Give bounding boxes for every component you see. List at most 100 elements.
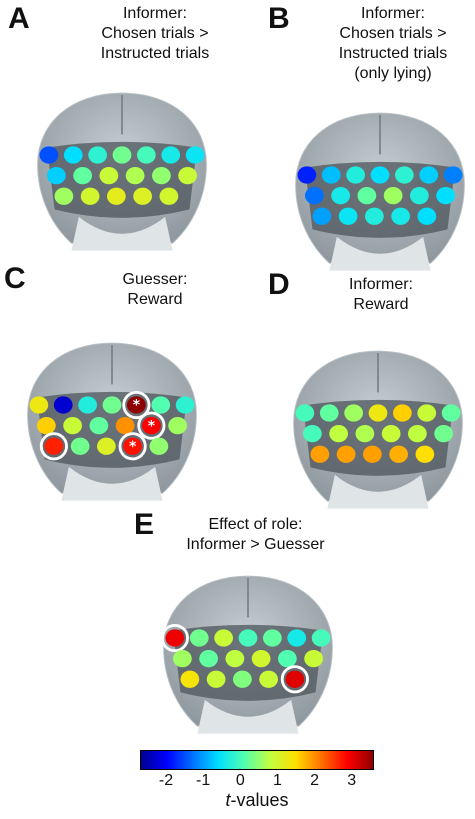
electrode (391, 207, 410, 225)
electrode (441, 404, 461, 422)
significance-star: * (129, 439, 137, 455)
head-topography-a (37, 92, 207, 251)
electrode (142, 417, 161, 435)
colorbar-label-italic: t (225, 790, 231, 810)
electrode (89, 417, 109, 435)
panel-letter-a: A (8, 2, 30, 35)
electrode (408, 425, 427, 443)
electrode (368, 404, 388, 422)
colorbar-tick-label: -1 (196, 772, 211, 789)
title-line: Chosen trials > (101, 25, 209, 42)
electrode (149, 437, 169, 455)
electrode (395, 166, 414, 184)
electrode (303, 425, 322, 443)
title-line: Informer: (348, 276, 413, 293)
neck-base (329, 236, 431, 271)
electrode (206, 670, 226, 688)
head-topography-d (293, 350, 463, 509)
title-line: Reward (353, 296, 409, 313)
panel-title-c: Guesser: Reward (75, 270, 235, 310)
electrode (168, 417, 187, 435)
electrode (88, 146, 107, 164)
significance-ring (280, 665, 309, 694)
title-line: Guesser: (122, 271, 188, 288)
colorbar-label: t-values (140, 790, 374, 811)
electrode (319, 404, 339, 422)
electrode (112, 146, 132, 164)
colorbar-label-rest: -values (230, 790, 289, 810)
electrode (107, 187, 126, 205)
electrode (173, 650, 192, 668)
electrode (189, 629, 209, 647)
title-line: Informer: (360, 5, 425, 22)
title-line: Reward (127, 291, 183, 308)
electrode (125, 167, 145, 185)
colorbar-tick-label: 0 (235, 772, 245, 789)
electrode (287, 629, 307, 647)
electrode (321, 166, 341, 184)
electrode (355, 425, 375, 443)
electrode (37, 417, 56, 435)
electrode (165, 629, 185, 647)
electrode (151, 396, 171, 414)
electrode (78, 396, 97, 414)
neck-base (327, 474, 429, 509)
electrode (389, 445, 408, 463)
neck-base (71, 216, 173, 251)
electrode (305, 187, 324, 205)
neck-base (197, 699, 299, 734)
electrode (310, 445, 330, 463)
electrode (436, 187, 455, 205)
significance-ring (39, 432, 68, 461)
head-topography-b (295, 112, 465, 271)
electrode (152, 167, 171, 185)
electrode (419, 166, 439, 184)
electrode (295, 404, 315, 422)
significance-ring (160, 623, 189, 653)
electrode (73, 167, 92, 185)
electrode (263, 629, 282, 647)
electrode (225, 650, 245, 668)
electrode (443, 166, 463, 184)
electrode (357, 187, 377, 205)
electrode (178, 167, 197, 185)
electrode (344, 404, 363, 422)
title-line: (only lying) (354, 65, 432, 82)
electrode (370, 166, 390, 184)
electrode (29, 396, 49, 414)
electrode (346, 166, 365, 184)
electrode (410, 187, 429, 205)
electrode (53, 396, 73, 414)
title-line: Instructed trials (100, 45, 210, 62)
electrode (137, 146, 156, 164)
electrode (39, 146, 59, 164)
electrode (127, 396, 146, 414)
electrode (199, 650, 218, 668)
electrode (312, 207, 332, 225)
electrode (161, 146, 181, 164)
electrode (99, 167, 119, 185)
colorbar-tick-label: 3 (347, 772, 357, 789)
electrode (251, 650, 271, 668)
electrode (297, 166, 317, 184)
electrode (417, 207, 437, 225)
electrode (311, 629, 331, 647)
electrode (233, 670, 252, 688)
significance-ring (137, 411, 166, 440)
title-line: Effect of role: (208, 516, 303, 533)
electrode (304, 650, 323, 668)
panel-letter-b: B (268, 2, 290, 35)
electrode (44, 437, 64, 455)
electrode (63, 417, 82, 435)
head-topography-e (160, 575, 333, 734)
electrode (63, 146, 83, 164)
electrode (383, 187, 403, 205)
panel-title-e: Effect of role: Informer > Guesser (163, 515, 348, 555)
electrode (180, 670, 200, 688)
electrode (80, 187, 100, 205)
neck-base (61, 466, 163, 501)
title-line: Chosen trials > (339, 25, 447, 42)
electrode (214, 629, 233, 647)
